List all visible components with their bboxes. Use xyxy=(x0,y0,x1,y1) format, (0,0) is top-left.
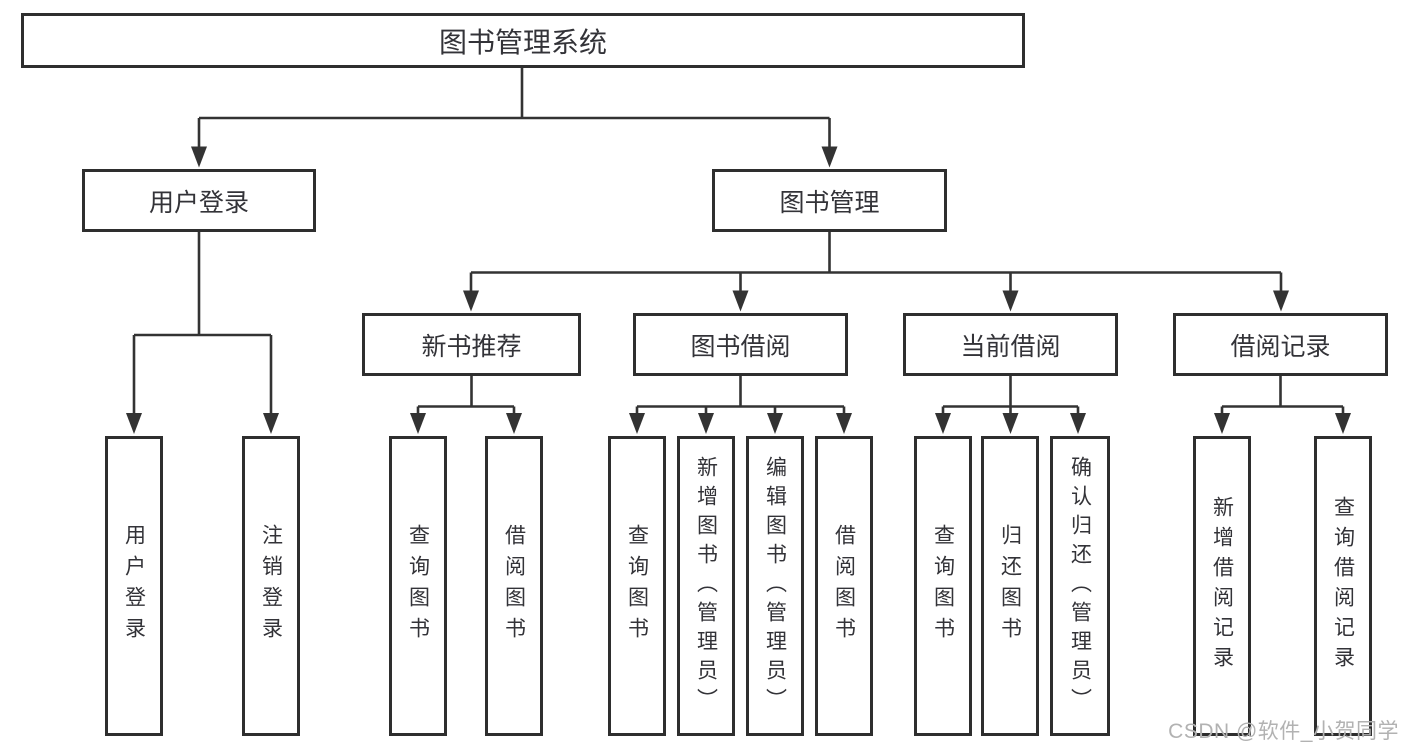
leaf-edit-book-admin: 编辑图书（管理员） xyxy=(746,436,804,736)
csdn-watermark: CSDN @软件_小贺同学 xyxy=(1168,720,1399,743)
node-user-login: 用户登录 xyxy=(82,169,316,232)
node-current-borrowing-label: 当前借阅 xyxy=(960,332,1061,361)
leaf-confirm-return-admin: 确认归还（管理员） xyxy=(1050,436,1110,736)
node-book-management-label: 图书管理 xyxy=(779,188,880,217)
node-book-borrowing-label: 图书借阅 xyxy=(690,332,791,361)
leaf-query-books-borrowing: 查询图书 xyxy=(608,436,666,736)
leaf-query-books-current: 查询图书 xyxy=(914,436,972,736)
leaf-return-book: 归还图书 xyxy=(981,436,1039,736)
node-current-borrowing: 当前借阅 xyxy=(903,313,1118,376)
node-new-book-recommend: 新书推荐 xyxy=(362,313,581,376)
leaf-add-borrow-record: 新增借阅记录 xyxy=(1193,436,1251,736)
node-borrow-records: 借阅记录 xyxy=(1173,313,1388,376)
node-new-book-recommend-label: 新书推荐 xyxy=(421,332,522,361)
leaf-query-books-recommend: 查询图书 xyxy=(389,436,447,736)
node-user-login-label: 用户登录 xyxy=(148,188,249,217)
leaf-query-borrow-record: 查询借阅记录 xyxy=(1314,436,1372,736)
node-root-label: 图书管理系统 xyxy=(438,26,607,58)
leaf-logout: 注销登录 xyxy=(242,436,300,736)
leaf-add-book-admin: 新增图书（管理员） xyxy=(677,436,735,736)
arrowheads xyxy=(126,146,1351,434)
node-borrow-records-label: 借阅记录 xyxy=(1230,332,1331,361)
leaf-borrow-books-borrowing: 借阅图书 xyxy=(815,436,873,736)
node-book-management: 图书管理 xyxy=(712,169,947,232)
leaf-user-login: 用户登录 xyxy=(105,436,163,736)
node-root: 图书管理系统 xyxy=(21,13,1025,68)
leaf-borrow-books-recommend: 借阅图书 xyxy=(485,436,543,736)
node-book-borrowing: 图书借阅 xyxy=(633,313,848,376)
